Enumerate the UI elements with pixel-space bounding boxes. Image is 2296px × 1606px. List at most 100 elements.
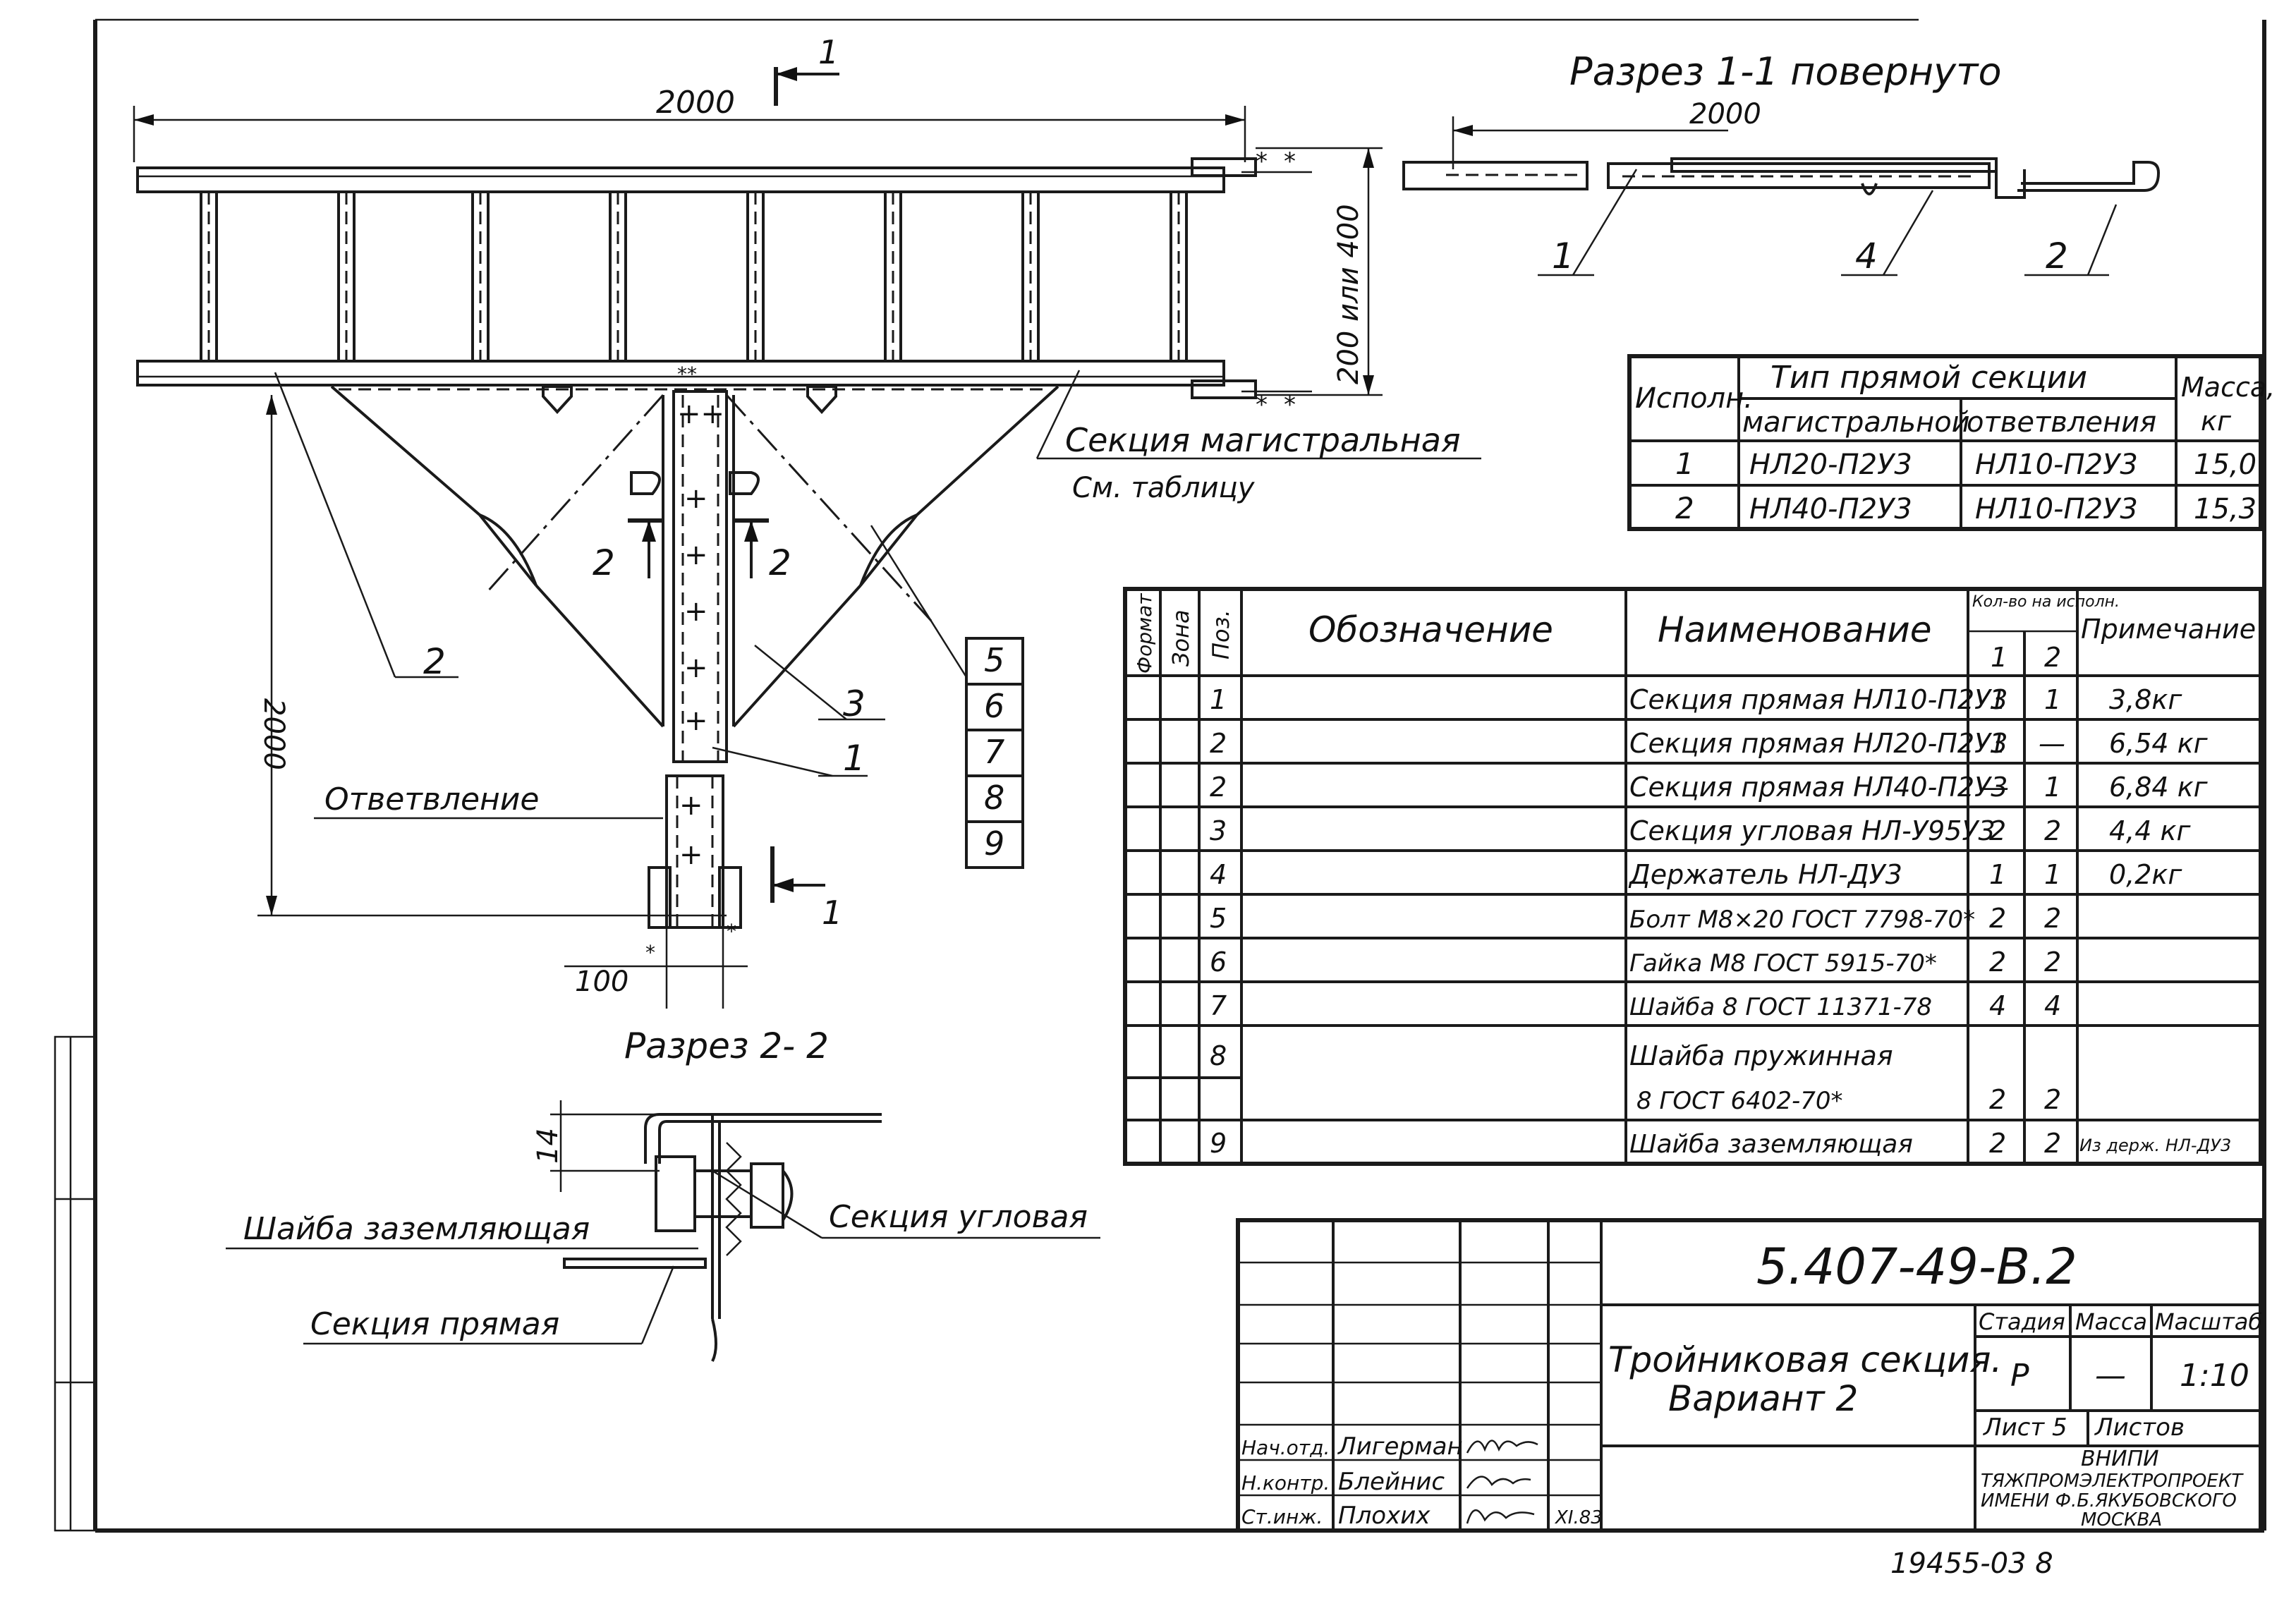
label-corner-section: Секция угловая bbox=[829, 1199, 1088, 1235]
exec-r1-c4: 15,0 bbox=[2194, 449, 2256, 481]
label-straight-section: Секция прямая bbox=[310, 1306, 559, 1342]
cut-mark-top: 1 bbox=[818, 33, 839, 71]
callout-3: 3 bbox=[843, 683, 865, 724]
svg-text:*: * bbox=[1284, 147, 1296, 176]
svg-text:+: + bbox=[679, 839, 703, 871]
dim-2000-top: 2000 bbox=[656, 85, 735, 121]
sheet-label: Лист 5 bbox=[1982, 1413, 2067, 1442]
spec-r4-q1: 2 bbox=[1989, 815, 2006, 846]
spec-r4-note: 4,4 кг bbox=[2109, 815, 2191, 846]
svg-text:+: + bbox=[684, 652, 708, 684]
sheets-label: Листов bbox=[2094, 1413, 2185, 1442]
spec-r9-name: Шайба пружинная bbox=[1629, 1040, 1893, 1071]
stage-header: Стадия bbox=[1979, 1308, 2065, 1335]
mass-header: Масса bbox=[2075, 1308, 2147, 1335]
doc-code: 5.407-49-В.2 bbox=[1756, 1238, 2077, 1296]
dim-14: 14 bbox=[532, 1128, 564, 1164]
spec-h-q1: 1 bbox=[1991, 642, 2008, 673]
scale-header: Масштаб bbox=[2155, 1308, 2262, 1335]
exec-r1-c2: НЛ20-П2У3 bbox=[1749, 449, 1912, 481]
exec-h-exec: Исполн. bbox=[1635, 382, 1753, 415]
label-main-section: Секция магистральная bbox=[1065, 421, 1461, 459]
exec-r2-c4: 15,3 bbox=[2194, 493, 2256, 525]
spec-h-format: Формат bbox=[1133, 593, 1156, 674]
role-1-name: Лигерман bbox=[1337, 1432, 1463, 1461]
spec-r3-name: Секция прямая НЛ40-П2У3 bbox=[1629, 772, 2008, 803]
execution-table: Исполн. Тип прямой секции магистральной … bbox=[1627, 354, 2275, 531]
spec-r6-q2: 2 bbox=[2044, 903, 2061, 934]
callout-7: 7 bbox=[984, 733, 1004, 771]
spec-r4-q2: 2 bbox=[2044, 815, 2061, 846]
bolt-plus-marks: ++ + + + + + bbox=[677, 398, 724, 737]
label-see-table: См. таблицу bbox=[1072, 472, 1256, 504]
spec-r1-q2: 1 bbox=[2044, 684, 2061, 715]
spec-r6-pos: 5 bbox=[1210, 903, 1227, 934]
role-1: Нач.отд. bbox=[1241, 1436, 1330, 1459]
spec-r11-name: Шайба заземляющая bbox=[1629, 1130, 1913, 1159]
spec-r10-q1: 2 bbox=[1989, 1084, 2006, 1115]
title-block: 5.407-49-В.2 Тройниковая секция. Вариант… bbox=[1236, 1218, 2263, 1533]
svg-text:+: + bbox=[679, 789, 703, 822]
exec-h-main: магистральной bbox=[1742, 406, 1970, 439]
spec-r1-q1: 1 bbox=[1989, 684, 2006, 715]
spec-r9-pos: 8 bbox=[1210, 1040, 1227, 1071]
sheet-frame bbox=[54, 18, 2266, 1533]
spec-r5-q1: 1 bbox=[1989, 859, 2006, 890]
svg-text:+: + bbox=[684, 539, 708, 571]
dim-height: 200 или 400 bbox=[1332, 204, 1365, 384]
exec-h-kg: кг bbox=[2201, 406, 2232, 437]
spec-r6-name: Болт М8×20 ГОСТ 7798-70* bbox=[1629, 906, 1975, 934]
cut-mark-2-right: 2 bbox=[769, 542, 791, 583]
spec-r5-q2: 1 bbox=[2044, 859, 2061, 890]
stage-value: Р bbox=[2010, 1358, 2029, 1394]
signature-3 bbox=[1466, 1509, 1535, 1524]
svg-text:*: * bbox=[1256, 391, 1268, 419]
spec-r5-name: Держатель НЛ-ДУ3 bbox=[1628, 859, 1902, 890]
org-line-3: ИМЕНИ Ф.Б.ЯКУБОВСКОГО bbox=[1981, 1490, 2237, 1511]
spec-r11-note: Из держ. НЛ-ДУ3 bbox=[2079, 1136, 2231, 1155]
callout-1: 1 bbox=[843, 738, 865, 779]
spec-r8-q2: 4 bbox=[2044, 990, 2061, 1021]
section-1-1-callout-2: 2 bbox=[2046, 236, 2068, 276]
spec-r7-q2: 2 bbox=[2044, 947, 2061, 978]
org-line-2: ТЯЖПРОМЭЛЕКТРОПРОЕКТ bbox=[1981, 1471, 2244, 1492]
title-line-2: Вариант 2 bbox=[1668, 1378, 1858, 1419]
svg-text:*: * bbox=[1284, 391, 1296, 419]
svg-text:*: * bbox=[645, 941, 655, 964]
spec-h-designation: Обозначение bbox=[1308, 609, 1553, 650]
label-ground-washer: Шайба заземляющая bbox=[243, 1211, 590, 1247]
spec-r10-q2: 2 bbox=[2044, 1084, 2061, 1115]
spec-r7-name: Гайка М8 ГОСТ 5915-70* bbox=[1629, 949, 1937, 978]
spec-r1-note: 3,8кг bbox=[2109, 684, 2182, 715]
footer-code: 19455-03 8 bbox=[1890, 1547, 2053, 1580]
spec-r5-note: 0,2кг bbox=[2109, 859, 2182, 890]
org-line-4: МОСКВА bbox=[2081, 1509, 2162, 1531]
signature-1 bbox=[1466, 1440, 1538, 1454]
title-line-1: Тройниковая секция. bbox=[1608, 1339, 2002, 1380]
spec-r11-pos: 9 bbox=[1210, 1128, 1227, 1159]
spec-r3-pos: 2 bbox=[1210, 772, 1227, 803]
section-1-1-callout-4: 4 bbox=[1855, 236, 1878, 276]
svg-text:+: + bbox=[684, 705, 708, 737]
spec-r7-q1: 2 bbox=[1989, 947, 2006, 978]
spec-r10-name: 8 ГОСТ 6402-70* bbox=[1636, 1087, 1843, 1115]
exec-r2-c3: НЛ10-П2У3 bbox=[1975, 493, 2138, 525]
spec-r11-q2: 2 bbox=[2044, 1128, 2061, 1159]
section-2-2-title: Разрез 2- 2 bbox=[624, 1026, 829, 1066]
svg-text:*: * bbox=[727, 920, 736, 943]
scale-value: 1:10 bbox=[2180, 1358, 2249, 1394]
spec-r6-q1: 2 bbox=[1989, 903, 2006, 934]
spec-r2-q2: — bbox=[2039, 728, 2065, 759]
spec-r4-name: Секция угловая НЛ-У95У3 bbox=[1629, 815, 1996, 846]
spec-r11-q1: 2 bbox=[1989, 1128, 2006, 1159]
main-view: 2000 1 * * * * bbox=[133, 33, 1481, 1009]
svg-text:++: ++ bbox=[677, 398, 724, 430]
spec-table: Формат Зона Поз. Обозначение Наименовани… bbox=[1123, 587, 2263, 1166]
callout-5: 5 bbox=[984, 641, 1004, 679]
label-branch: Ответвление bbox=[324, 781, 539, 817]
spec-h-pos: Поз. bbox=[1208, 609, 1234, 659]
exec-h-branch: ответвления bbox=[1967, 406, 2156, 439]
mass-value: — bbox=[2095, 1358, 2126, 1394]
svg-text:+: + bbox=[684, 482, 708, 515]
spec-r8-name: Шайба 8 ГОСТ 11371-78 bbox=[1629, 993, 1932, 1021]
